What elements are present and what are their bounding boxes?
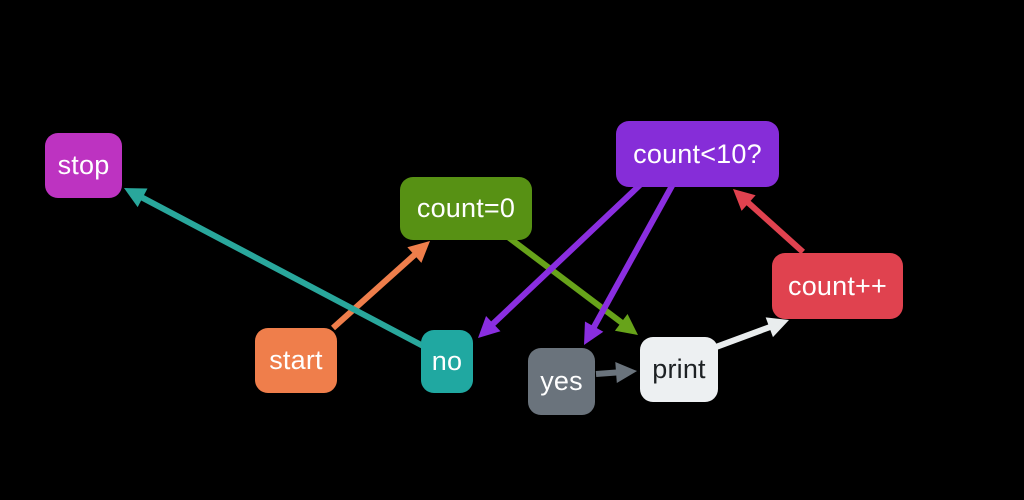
arrowhead-icon <box>614 313 638 335</box>
edge-line <box>488 181 644 329</box>
arrowhead-icon <box>407 241 430 263</box>
arrowhead-icon <box>584 321 604 345</box>
edge-cond-yes <box>584 182 676 345</box>
node-print[interactable]: print <box>640 337 718 402</box>
edge-start-count0 <box>330 241 430 331</box>
edge-line <box>595 369 621 377</box>
node-countpp[interactable]: count++ <box>772 253 903 319</box>
edge-countpp-cond <box>733 189 806 255</box>
node-cond[interactable]: count<10? <box>616 121 779 187</box>
arrowhead-icon <box>124 188 148 208</box>
node-yes[interactable]: yes <box>528 348 595 415</box>
edge-line <box>743 198 806 255</box>
arrowhead-icon <box>615 362 637 384</box>
node-label-cond: count<10? <box>633 138 762 169</box>
arrowhead-icon <box>765 317 789 338</box>
node-label-yes: yes <box>540 366 583 396</box>
edge-line <box>330 250 420 331</box>
node-label-countpp: count++ <box>788 270 887 301</box>
node-count0[interactable]: count=0 <box>400 177 532 240</box>
node-label-count0: count=0 <box>416 193 516 223</box>
arrowhead-icon <box>733 189 756 211</box>
arrowhead-icon <box>478 315 501 338</box>
node-stop[interactable]: stop <box>45 133 122 198</box>
node-label-print: print <box>652 354 706 384</box>
edge-cond-no <box>478 181 644 338</box>
node-label-stop: stop <box>57 150 110 180</box>
edge-yes-print <box>595 362 637 384</box>
edge-print-countpp <box>714 317 789 350</box>
edge-no-stop <box>124 188 427 350</box>
node-no[interactable]: no <box>421 330 473 393</box>
edge-line <box>589 182 676 332</box>
edge-line <box>714 323 775 350</box>
node-start[interactable]: start <box>255 328 337 393</box>
node-label-no: no <box>431 346 463 376</box>
node-label-start: start <box>269 345 323 375</box>
edge-line <box>137 193 427 350</box>
